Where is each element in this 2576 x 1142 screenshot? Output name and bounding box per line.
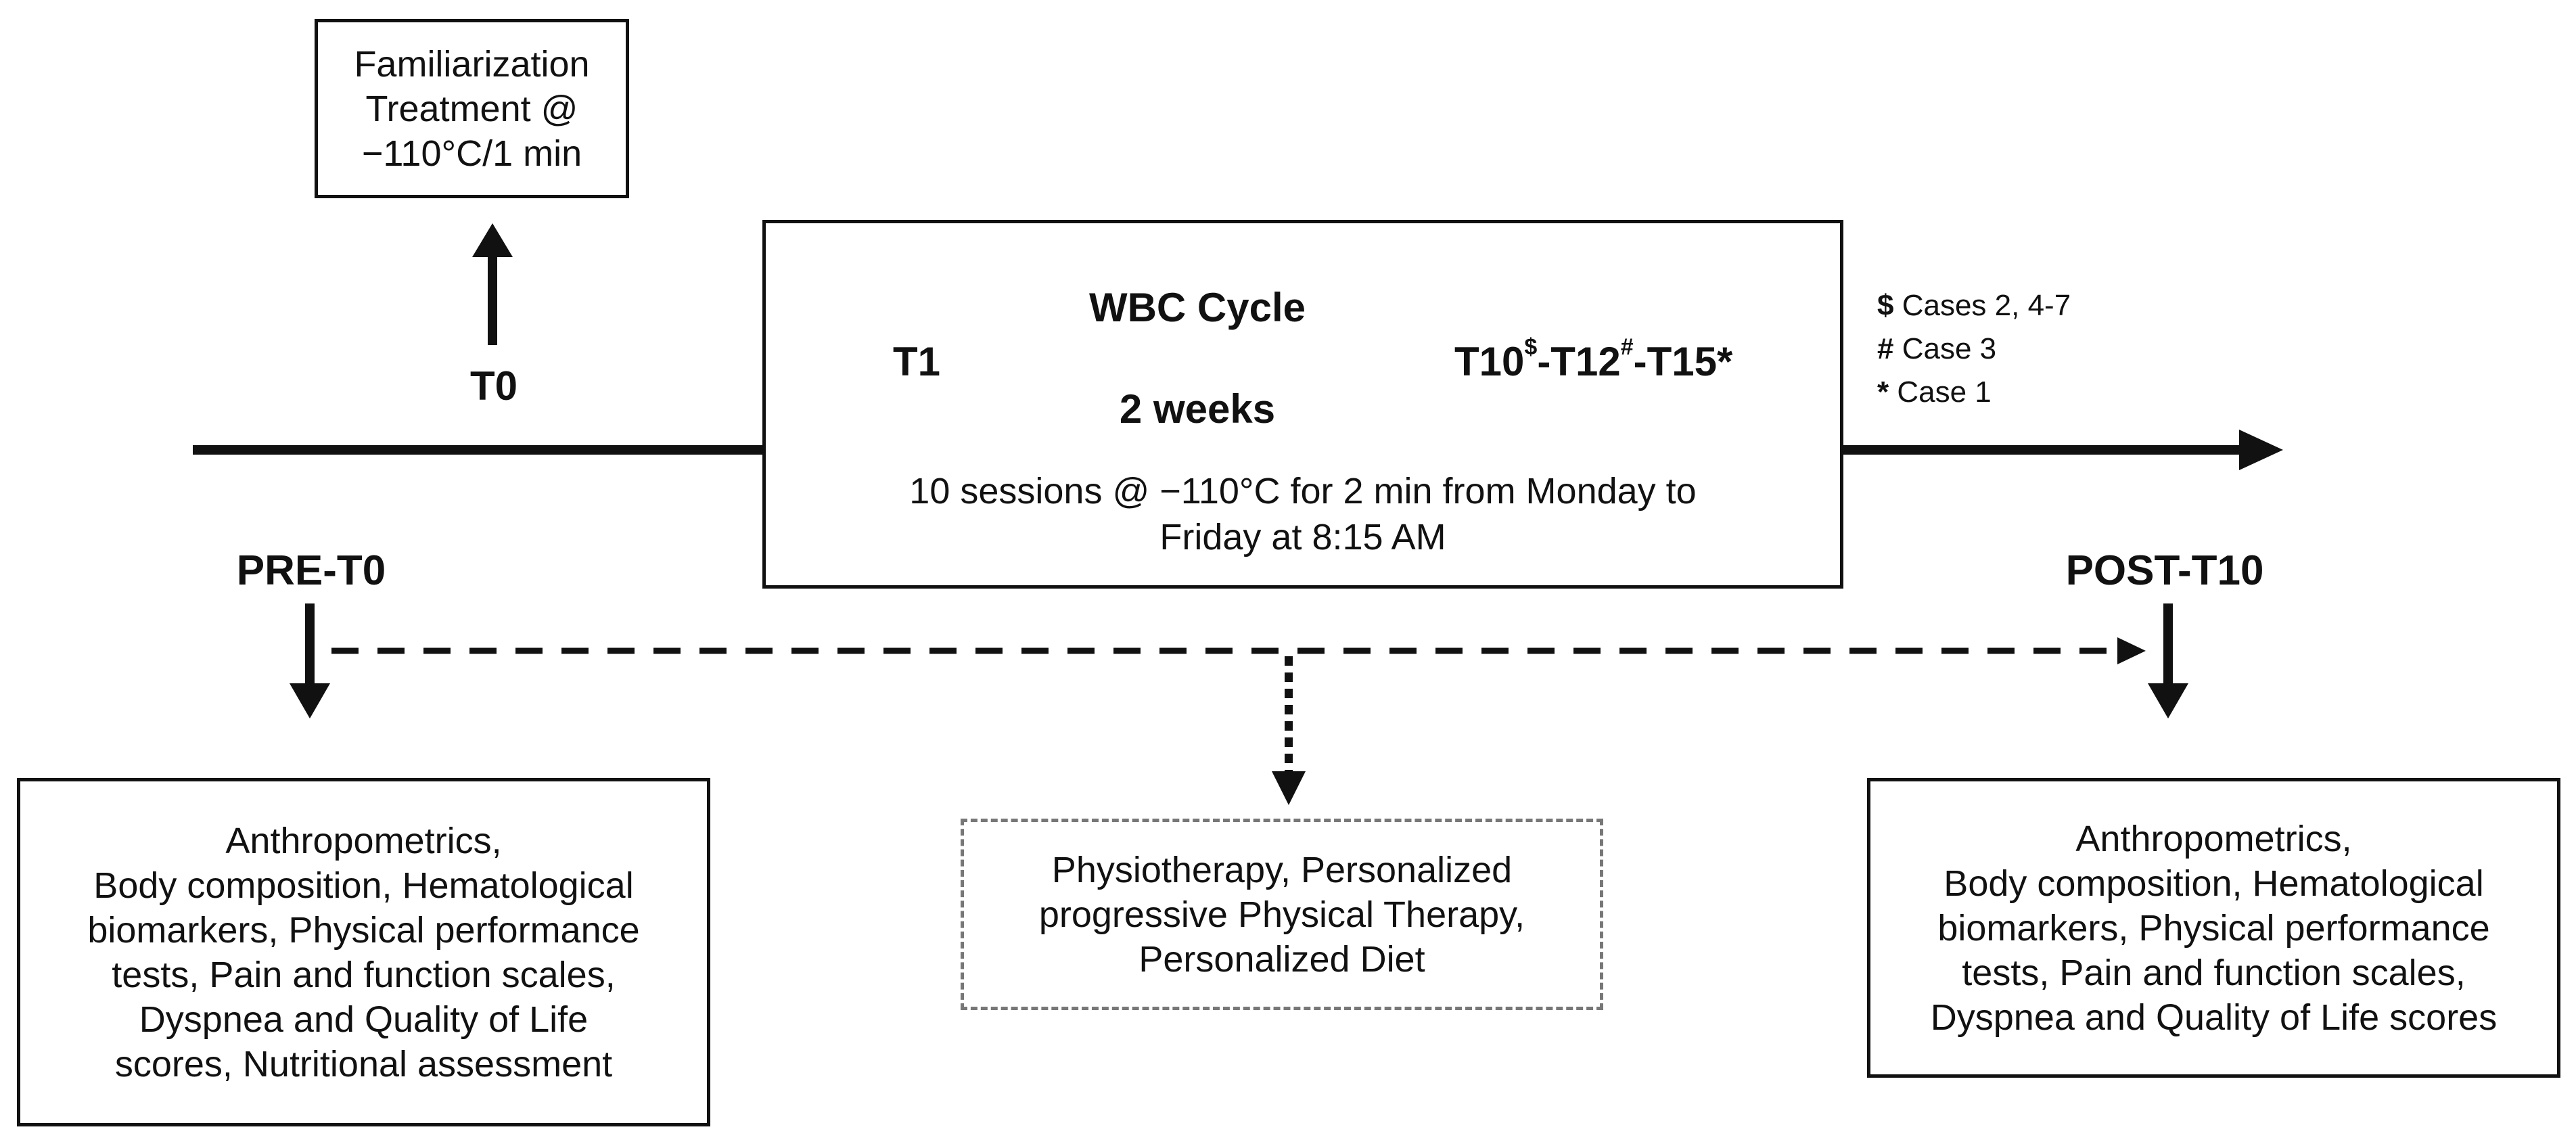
wbc-end-t12-mark: #	[1620, 334, 1634, 360]
post-line-1: Anthropometrics,	[2075, 818, 2352, 859]
pre-t0-label: PRE-T0	[236, 547, 386, 594]
post-line-4: tests, Pain and function scales,	[1962, 952, 2466, 993]
pre-line-5: Dyspnea and Quality of Life	[139, 999, 589, 1040]
pre-line-2: Body composition, Hematological	[93, 865, 634, 906]
t0-label: T0	[469, 363, 518, 409]
legend-text-1: Cases 2, 4-7	[1893, 289, 2071, 322]
main-timeline-arrowhead	[2239, 430, 2283, 470]
legend-line-1: $ Cases 2, 4-7	[1877, 284, 2071, 327]
legend: $ Cases 2, 4-7 # Case 3 * Case 1	[1877, 284, 2071, 414]
legend-text-3: Case 1	[1889, 375, 1992, 409]
t0-up-arrowhead	[472, 223, 513, 257]
pre-down-arrowhead	[290, 683, 330, 718]
legend-line-3: * Case 1	[1877, 371, 2071, 414]
wbc-end-t12: -T12	[1537, 339, 1621, 384]
wbc-cycle-title: WBC Cycle	[1088, 285, 1306, 330]
pre-line-4: tests, Pain and function scales,	[112, 954, 616, 995]
dotted-down-arrowhead	[1272, 771, 1306, 805]
familiarization-line2: Treatment @	[365, 88, 578, 129]
legend-symbol-1: $	[1877, 289, 1894, 322]
wbc-end-t10: T10	[1454, 339, 1525, 384]
dashed-connector-arrowhead	[2117, 637, 2146, 664]
familiarization-line1: Familiarization	[354, 43, 590, 85]
legend-line-2: # Case 3	[1877, 327, 2071, 371]
wbc-end-t15: -T15*	[1633, 339, 1733, 384]
wbc-end-t10-mark: $	[1524, 334, 1538, 360]
wbc-sessions-line1: 10 sessions @ −110°C for 2 min from Mond…	[909, 471, 1697, 511]
pre-line-1: Anthropometrics,	[225, 820, 502, 861]
post-line-5: Dyspnea and Quality of Life scores	[1930, 997, 2498, 1038]
wbc-duration: 2 weeks	[1119, 386, 1276, 432]
familiarization-line3: −110°C/1 min	[361, 133, 582, 174]
familiarization-box: Familiarization Treatment @ −110°C/1 min	[315, 19, 629, 198]
intervention-line-2: progressive Physical Therapy,	[1038, 894, 1525, 935]
pre-assessment-box: Anthropometrics, Body composition, Hemat…	[17, 778, 710, 1126]
wbc-end-label: T10$-T12#-T15*	[1454, 334, 1806, 385]
wbc-cycle-box	[762, 220, 1843, 589]
legend-symbol-3: *	[1877, 375, 1889, 409]
wbc-sessions-line2: Friday at 8:15 AM	[1159, 517, 1446, 557]
pre-line-3: biomarkers, Physical performance	[87, 909, 640, 951]
legend-text-2: Case 3	[1893, 332, 1997, 365]
intervention-line-1: Physiotherapy, Personalized	[1051, 849, 1513, 890]
intervention-box: Physiotherapy, Personalized progressive …	[961, 819, 1603, 1010]
intervention-line-3: Personalized Diet	[1138, 938, 1425, 980]
wbc-start-label: T1	[892, 339, 941, 384]
legend-symbol-2: #	[1877, 332, 1894, 365]
post-line-3: biomarkers, Physical performance	[1937, 907, 2490, 949]
post-assessment-box: Anthropometrics, Body composition, Hemat…	[1867, 778, 2560, 1078]
post-line-2: Body composition, Hematological	[1944, 863, 2484, 904]
pre-line-6: scores, Nutritional assessment	[114, 1043, 613, 1084]
post-down-arrowhead	[2148, 683, 2188, 718]
post-t10-label: POST-T10	[2065, 547, 2264, 594]
